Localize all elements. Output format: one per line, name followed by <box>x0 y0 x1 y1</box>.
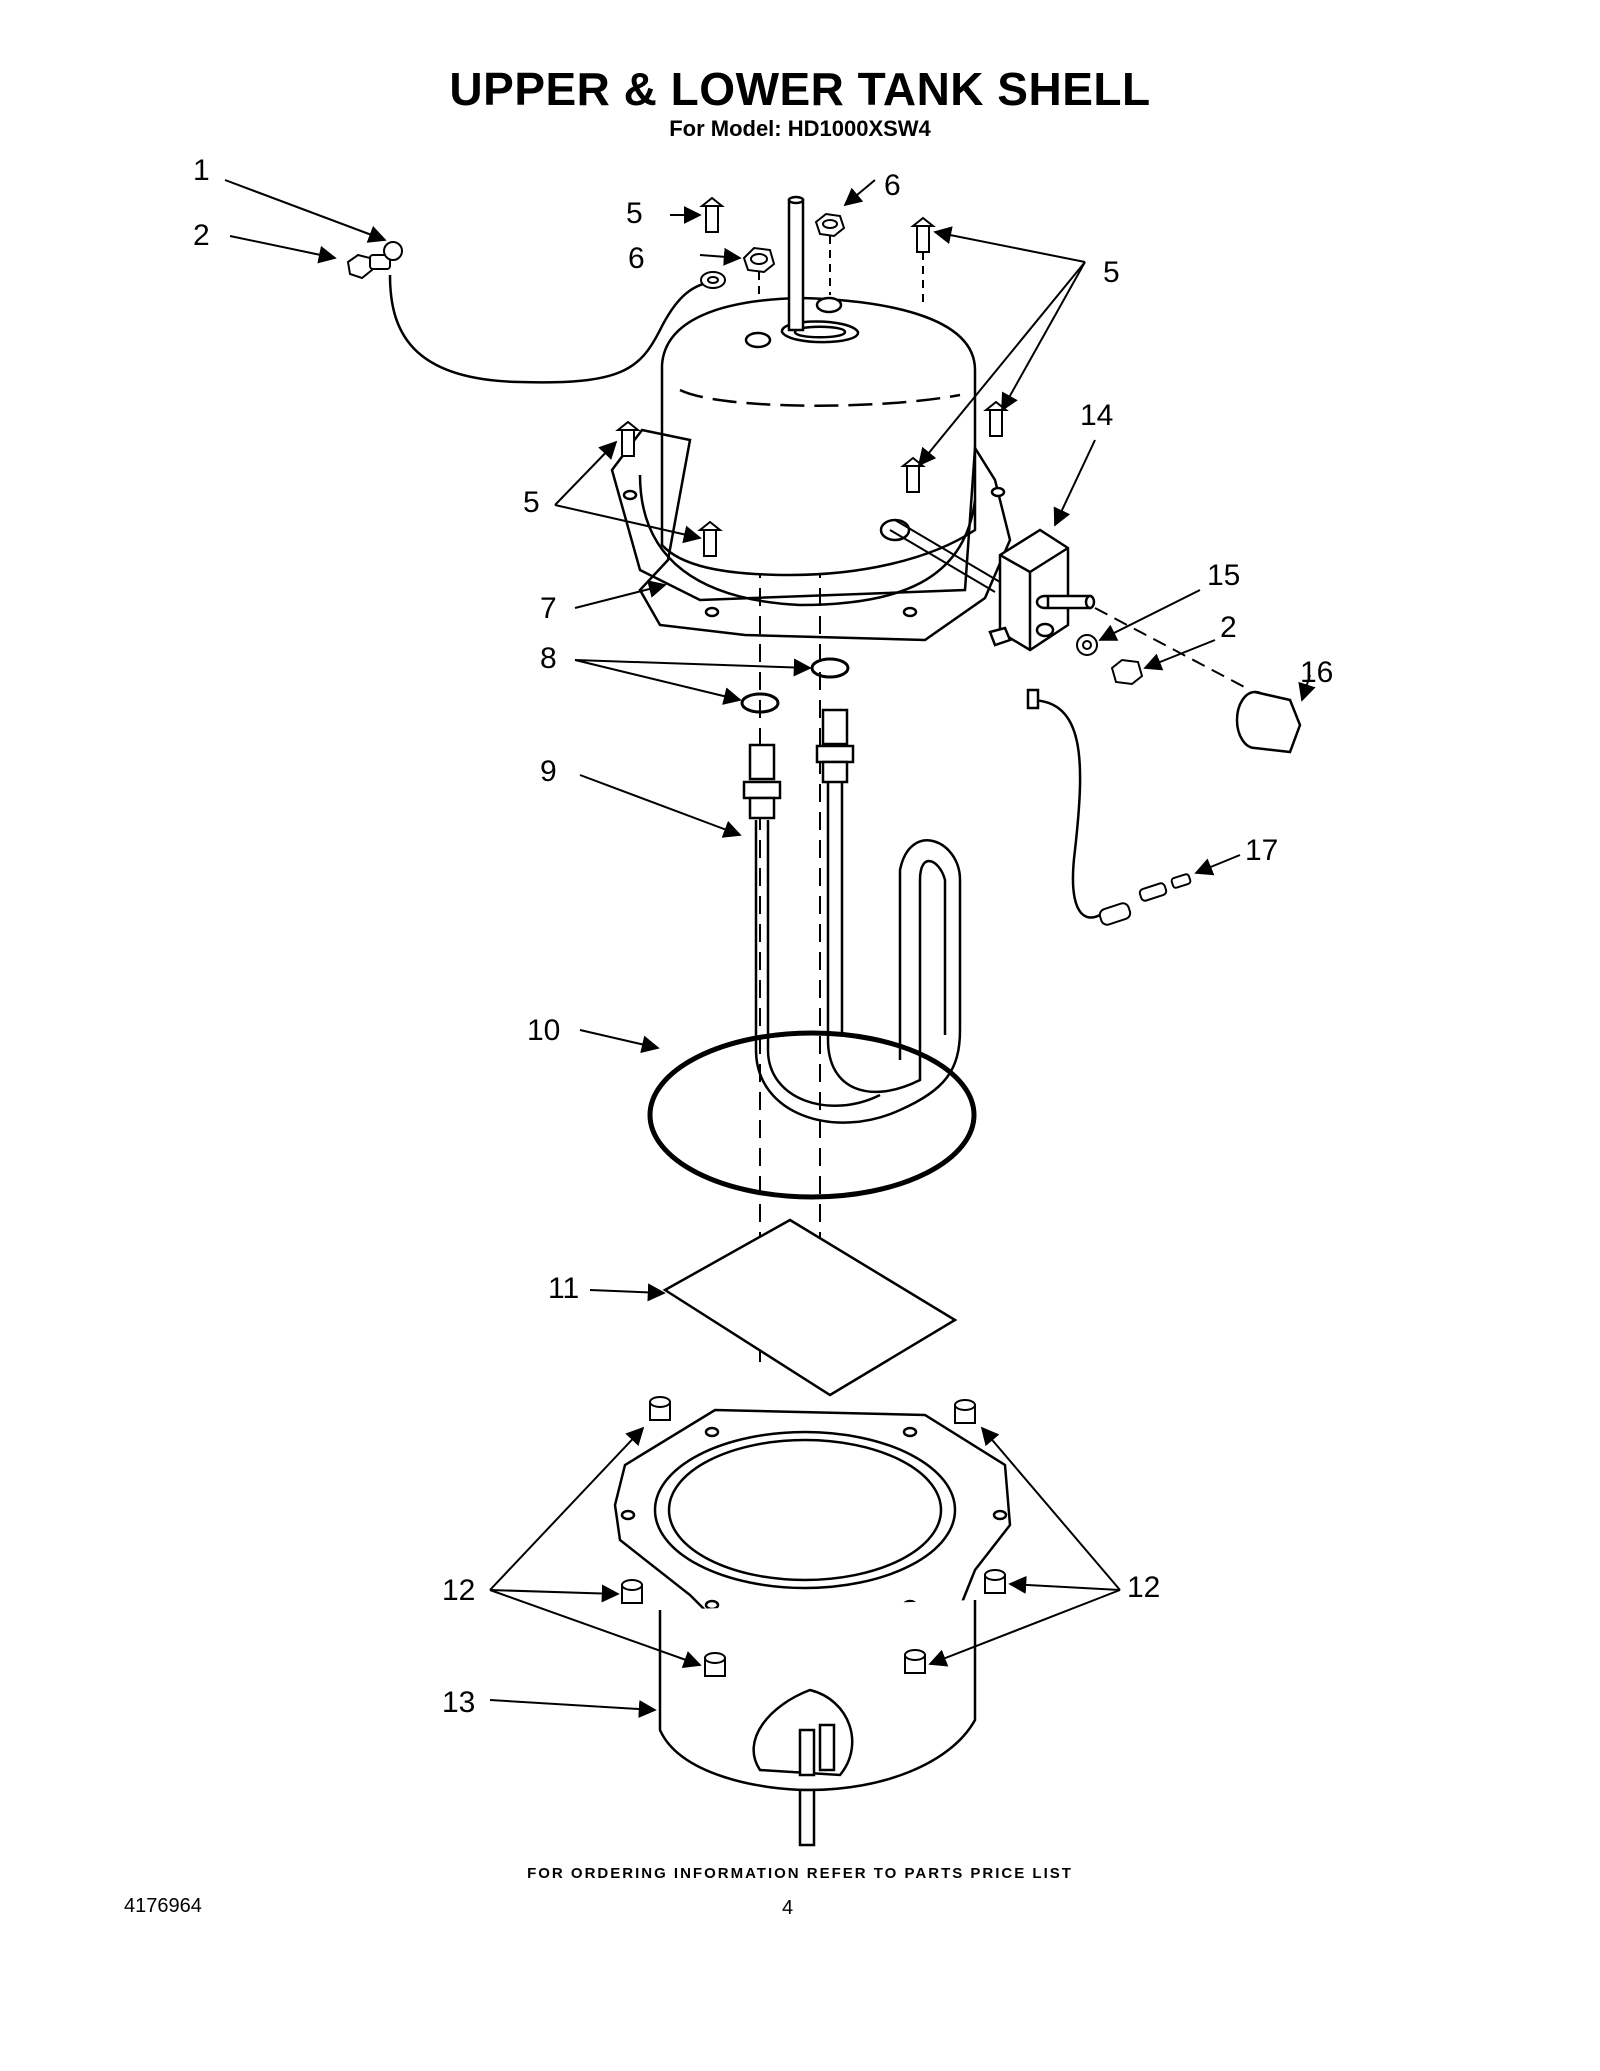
callout-1: 1 <box>193 154 210 187</box>
nuts-12 <box>621 1396 1006 1677</box>
terminal-1 <box>700 271 726 289</box>
callout-5-right: 5 <box>1103 256 1120 289</box>
lower-tank-flange <box>613 1408 1012 1627</box>
page-title: UPPER & LOWER TANK SHELL <box>449 63 1151 115</box>
callout-12-right: 12 <box>1127 1571 1160 1604</box>
probe-rod <box>889 519 1001 593</box>
callout-leaders <box>224 179 1316 1719</box>
callout-5-left: 5 <box>523 486 540 519</box>
callout-14: 14 <box>1080 399 1113 432</box>
callout-5-top: 5 <box>626 197 643 230</box>
callout-17: 17 <box>1245 834 1278 867</box>
callout-12-left: 12 <box>442 1574 475 1607</box>
callout-9: 9 <box>540 755 557 788</box>
wire-17 <box>1026 688 1101 919</box>
screw-5-flange-left <box>615 420 723 557</box>
ordering-info-note: FOR ORDERING INFORMATION REFER TO PARTS … <box>527 1865 1073 1882</box>
callout-6-top-left: 6 <box>628 242 645 275</box>
wire-connector-17 <box>1098 873 1192 926</box>
heating-element-9 <box>742 708 962 1124</box>
knob-16 <box>1235 690 1302 754</box>
nut-6-top-right <box>814 212 846 238</box>
callout-labels: 1 2 5 6 6 5 5 14 15 2 7 8 16 9 17 10 11 … <box>193 154 1333 1719</box>
callout-16: 16 <box>1300 656 1333 689</box>
tank-gasket-10 <box>647 1030 977 1200</box>
callout-10: 10 <box>527 1014 560 1047</box>
ground-wire-1 <box>388 274 713 384</box>
callout-6-top-right: 6 <box>884 169 901 202</box>
upper-tank-shell <box>660 195 977 577</box>
screw-5-flange-right <box>900 400 1009 493</box>
nut-2-top <box>346 241 403 280</box>
callout-7: 7 <box>540 592 557 625</box>
callout-15: 15 <box>1207 559 1240 592</box>
nut-6-top-left <box>742 246 776 274</box>
thermostat-14 <box>988 528 1096 652</box>
model-subtitle: For Model: HD1000XSW4 <box>669 116 931 141</box>
lockwasher-15 <box>1076 634 1098 656</box>
lower-tank-shell-13 <box>658 1600 977 1847</box>
nut-2-thermostat <box>1110 658 1144 686</box>
screw-5-top <box>699 196 725 233</box>
page-number: 4 <box>782 1897 794 1919</box>
o-ring-8-left <box>740 692 780 714</box>
document-number: 4176964 <box>124 1895 202 1917</box>
callout-8: 8 <box>540 642 557 675</box>
screw-5-right-top <box>910 216 936 253</box>
callout-2-top: 2 <box>193 219 210 252</box>
callout-11: 11 <box>548 1272 579 1305</box>
o-ring-8-right <box>810 657 850 679</box>
dashed-leader-knob <box>1094 607 1251 691</box>
callout-2-right: 2 <box>1220 611 1237 644</box>
insulation-sheet-11 <box>662 1218 958 1397</box>
tank-flange-7 <box>610 428 1012 642</box>
callout-13: 13 <box>442 1686 475 1719</box>
